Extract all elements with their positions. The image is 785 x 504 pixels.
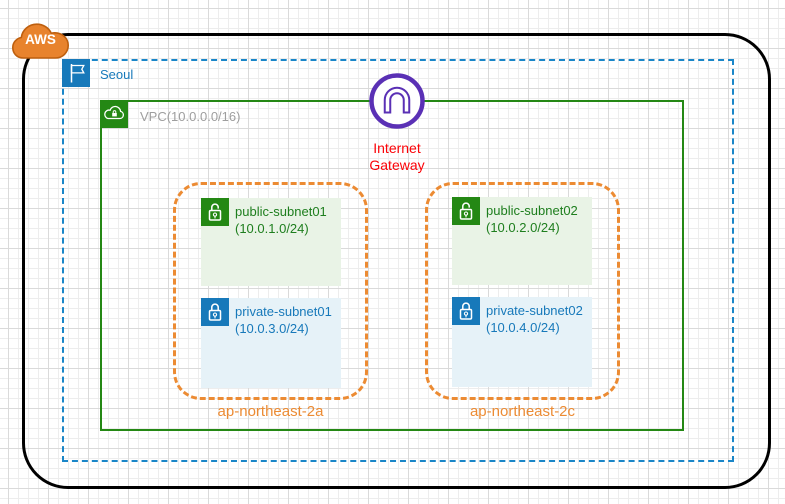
internet-gateway-label-line1: Internet: [373, 140, 421, 156]
subnet-name: public-subnet01: [235, 204, 327, 219]
subnet-text: private-subnet01 (10.0.3.0/24): [235, 303, 332, 337]
subnet-public-subnet01[interactable]: public-subnet01 (10.0.1.0/24): [201, 198, 341, 286]
aws-cloud-icon: [11, 23, 70, 59]
subnet-cidr: (10.0.3.0/24): [235, 321, 309, 336]
region-seoul[interactable]: Seoul: [62, 59, 734, 462]
internet-gateway-label: Internet Gateway: [368, 140, 426, 174]
subnet-cidr: (10.0.4.0/24): [486, 320, 560, 335]
region-flag-icon: [62, 59, 90, 87]
availability-zone-2a[interactable]: [173, 182, 368, 400]
availability-zone-2c[interactable]: [425, 182, 620, 400]
vpc-cloud-lock-icon: [100, 100, 128, 128]
subnet-private-subnet01[interactable]: private-subnet01 (10.0.3.0/24): [201, 298, 341, 388]
lock-open-icon: [201, 198, 229, 226]
subnet-name: private-subnet01: [235, 304, 332, 319]
aws-cloud-boundary[interactable]: [22, 33, 771, 489]
subnet-private-subnet02[interactable]: private-subnet02 (10.0.4.0/24): [452, 297, 592, 387]
subnet-text: public-subnet02 (10.0.2.0/24): [486, 202, 578, 236]
lock-open-icon: [452, 197, 480, 225]
internet-gateway-icon: [369, 73, 425, 129]
availability-zone-2a-label: ap-northeast-2a: [217, 403, 324, 420]
internet-gateway[interactable]: Internet Gateway: [368, 72, 426, 192]
subnet-name: public-subnet02: [486, 203, 578, 218]
internet-gateway-label-line2: Gateway: [369, 157, 425, 173]
lock-closed-icon: [452, 297, 480, 325]
subnet-name: private-subnet02: [486, 303, 583, 318]
subnet-text: private-subnet02 (10.0.4.0/24): [486, 302, 583, 336]
lock-closed-icon: [201, 298, 229, 326]
aws-logo-label: AWS: [25, 32, 56, 47]
subnet-public-subnet02[interactable]: public-subnet02 (10.0.2.0/24): [452, 197, 592, 285]
vpc-label: VPC(10.0.0.0/16): [140, 109, 241, 124]
region-label: Seoul: [100, 67, 134, 82]
subnet-cidr: (10.0.1.0/24): [235, 221, 309, 236]
subnet-cidr: (10.0.2.0/24): [486, 220, 560, 235]
availability-zone-2c-label: ap-northeast-2c: [469, 403, 576, 420]
subnet-text: public-subnet01 (10.0.1.0/24): [235, 203, 327, 237]
aws-cloud-logo[interactable]: AWS: [11, 21, 70, 61]
